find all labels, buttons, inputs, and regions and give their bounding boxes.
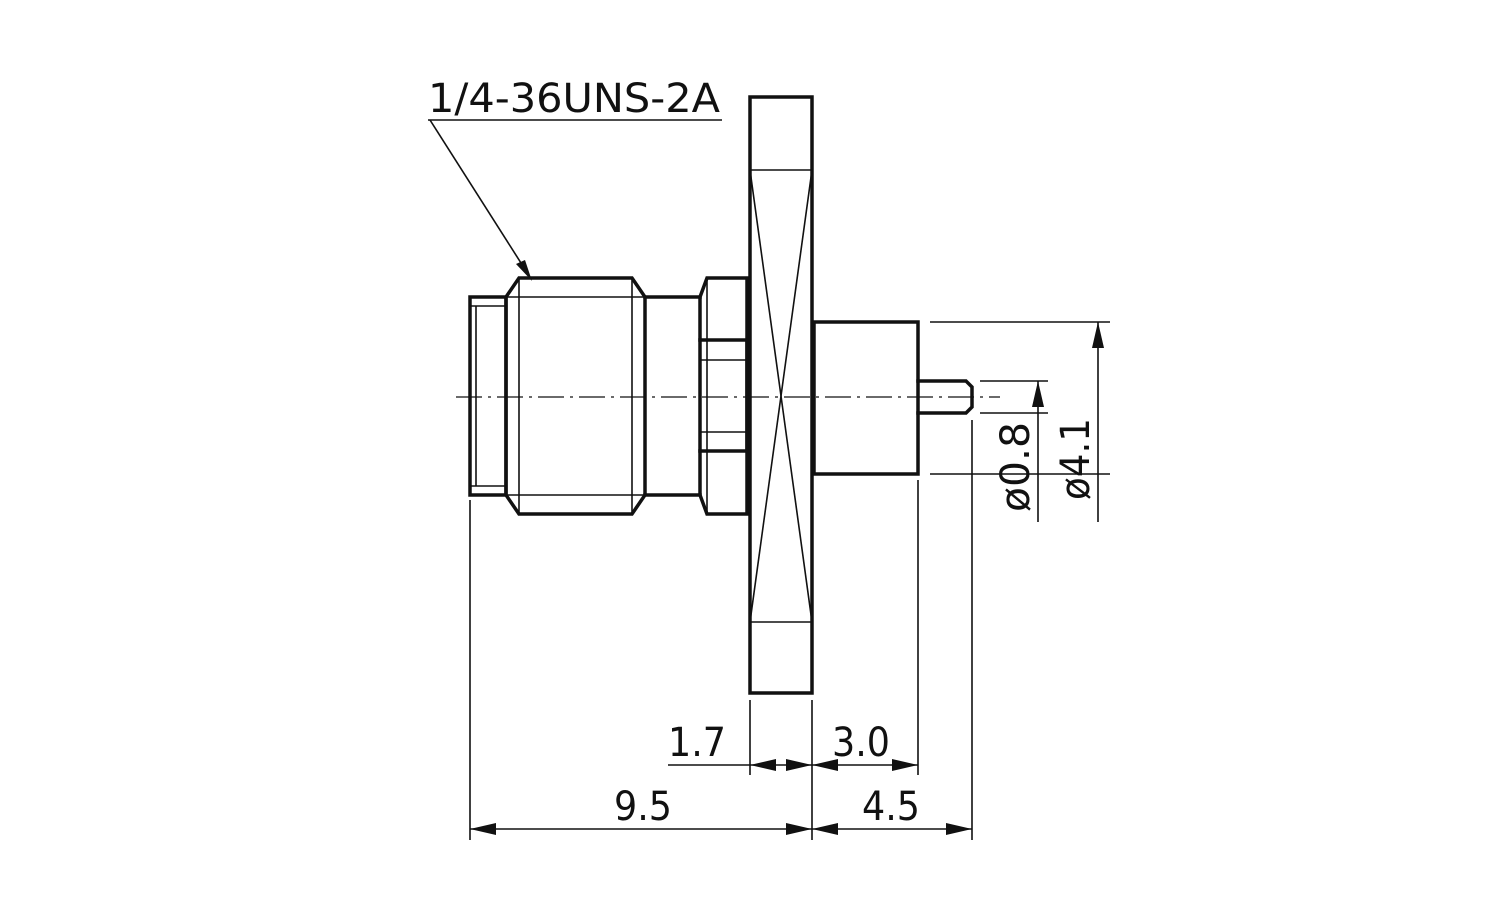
dim-arrow [1092,322,1104,348]
threaded-coupling [504,276,647,516]
dim-arrow [786,823,812,835]
dim-body-diameter: ø4.1 [1053,418,1099,500]
dim-arrow [812,759,838,771]
dim-arrow [1032,381,1044,407]
dim-arrow [812,823,838,835]
dim-arrow [892,759,918,771]
dim-arrow [786,759,812,771]
dimension-pin-diameter: ø0.8 [993,381,1044,522]
dim-overall-left: 9.5 [614,784,672,830]
flange [748,95,814,695]
callout-arrowhead [516,260,532,281]
dimension-row-upper: 1.7 3.0 [668,720,918,771]
connector-body [468,95,974,695]
callout-leader [429,119,529,275]
dimension-row-lower: 9.5 4.5 [470,784,972,835]
dim-arrow [750,759,776,771]
thread-callout: 1/4-36UNS-2A [428,76,722,281]
dim-body-to-pin: 3.0 [832,720,890,766]
flange-hidden-line-b [749,169,813,623]
dimension-body-diameter: ø4.1 [1053,322,1104,522]
dim-overall-right: 4.5 [862,784,920,830]
extension-lines [469,321,1110,840]
center-pin [916,379,974,415]
neck [643,295,702,497]
dim-flange-thickness: 1.7 [668,720,726,766]
rear-body [812,320,920,476]
dim-pin-diameter: ø0.8 [993,422,1039,512]
thread-callout-label: 1/4-36UNS-2A [428,76,721,122]
hex-body-step [698,338,749,453]
dim-arrow [470,823,496,835]
dim-arrow [946,823,972,835]
